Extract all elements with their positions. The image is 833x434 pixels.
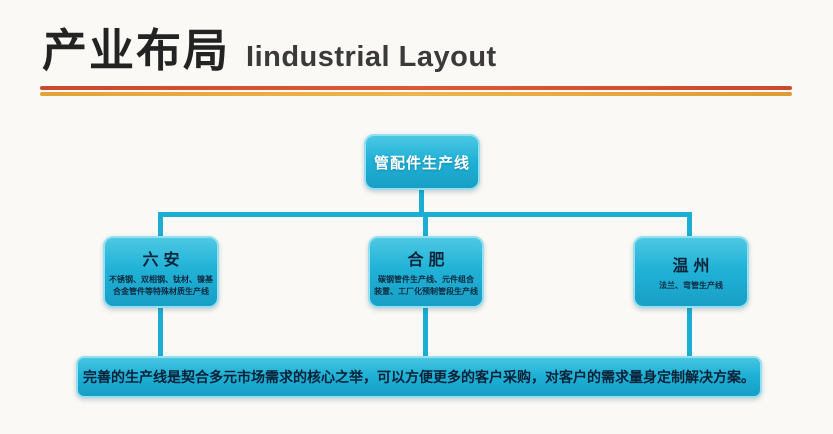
page-title-en: Iindustrial Layout bbox=[246, 41, 497, 73]
child-node-hefei: 合肥 碳钢管件生产线、元件组合 装置、工厂化预制管段生产线 bbox=[368, 236, 484, 308]
title-divider bbox=[40, 86, 792, 96]
connector-wenzhou-bottom bbox=[687, 306, 692, 358]
page-title-zh: 产业布局 bbox=[42, 25, 231, 76]
connector-luan-top bbox=[158, 212, 163, 238]
connector-hefei-bottom bbox=[423, 306, 428, 358]
child-node-wenzhou-desc: 法兰、弯管生产线 bbox=[659, 280, 723, 290]
header: 产业布局 Iindustrial Layout bbox=[42, 14, 497, 79]
child-node-luan: 六安 不锈钢、双相钢、钛材、镍基 合金管件等特殊材质生产线 bbox=[103, 236, 219, 308]
child-node-wenzhou: 温州 法兰、弯管生产线 bbox=[633, 236, 749, 308]
summary-text: 完善的生产线是契合多元市场需求的核心之举，可以方便更多的客户采购，对客户的需求量… bbox=[83, 369, 755, 385]
child-node-luan-desc: 不锈钢、双相钢、钛材、镍基 合金管件等特殊材质生产线 bbox=[109, 274, 213, 296]
child-node-hefei-desc: 碳钢管件生产线、元件组合 装置、工厂化预制管段生产线 bbox=[374, 274, 478, 296]
connector-luan-bottom bbox=[158, 306, 163, 358]
connector-wenzhou-top bbox=[687, 212, 692, 238]
root-node-pipe-fittings: 管配件生产线 bbox=[364, 134, 480, 190]
connector-hefei-top bbox=[423, 212, 428, 238]
connector-root-stem bbox=[419, 188, 424, 216]
summary-bar: 完善的生产线是契合多元市场需求的核心之举，可以方便更多的客户采购，对客户的需求量… bbox=[76, 356, 762, 398]
root-node-label: 管配件生产线 bbox=[373, 154, 470, 172]
child-node-wenzhou-title: 温州 bbox=[672, 257, 715, 275]
divider-line-red bbox=[40, 86, 792, 90]
child-node-luan-title: 六安 bbox=[142, 251, 185, 269]
child-node-hefei-title: 合肥 bbox=[407, 251, 450, 269]
divider-line-orange bbox=[40, 92, 792, 96]
